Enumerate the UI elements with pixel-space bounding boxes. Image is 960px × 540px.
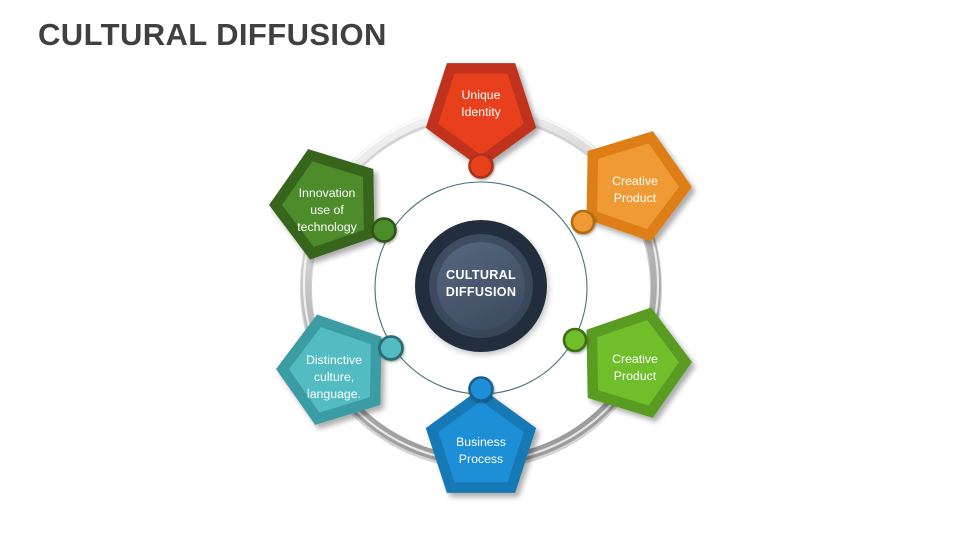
node-distinctive-culture[interactable]: Distinctive culture, language. bbox=[264, 292, 413, 443]
connector-dot-unique-identity[interactable] bbox=[468, 153, 494, 179]
node-creative-product-green[interactable]: Creative Product bbox=[555, 285, 704, 436]
hub-label: CULTURAL DIFFUSION bbox=[446, 268, 517, 299]
node-inner-pentagon bbox=[281, 161, 364, 248]
page-title: CULTURAL DIFFUSION bbox=[38, 17, 387, 52]
node-unique-identity[interactable]: Unique Identity bbox=[425, 63, 537, 168]
node-business-process[interactable]: Business Process bbox=[425, 388, 537, 493]
connector-dot-creative-product-orange[interactable] bbox=[570, 209, 596, 235]
svg-text:DIFFUSION: DIFFUSION bbox=[446, 285, 517, 299]
node-inner-pentagon bbox=[597, 143, 680, 230]
node-inner-pentagon bbox=[438, 73, 524, 155]
connector-dot-creative-product-green[interactable] bbox=[562, 327, 588, 353]
connector-dot-distinctive-culture[interactable] bbox=[378, 335, 404, 361]
svg-text:CULTURAL: CULTURAL bbox=[446, 268, 516, 282]
node-inner-pentagon bbox=[288, 326, 371, 413]
center-hub[interactable]: CULTURAL DIFFUSION bbox=[415, 220, 547, 352]
connector-dot-business-process[interactable] bbox=[468, 376, 494, 402]
hub-inner-circle bbox=[437, 242, 525, 330]
node-inner-pentagon bbox=[597, 319, 680, 406]
node-innovation-technology[interactable]: Innovation use of technology bbox=[257, 132, 406, 283]
node-inner-pentagon bbox=[438, 401, 524, 483]
connector-dots bbox=[371, 153, 596, 402]
connector-dot-innovation-technology[interactable] bbox=[371, 217, 397, 243]
